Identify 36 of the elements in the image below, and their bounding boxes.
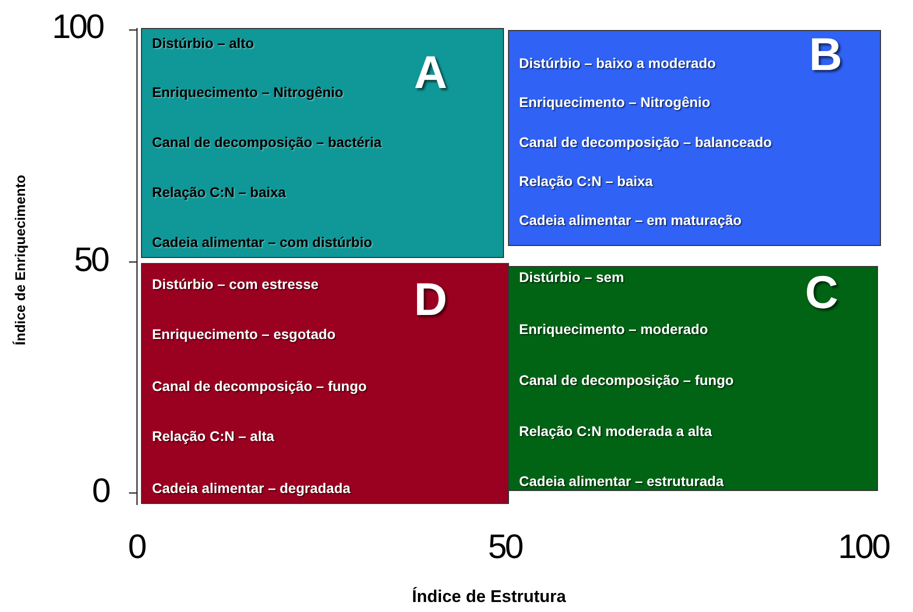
quadrant-letter: C bbox=[805, 269, 838, 315]
tick-label: 50 bbox=[488, 530, 522, 564]
quadrant-attribute: Distúrbio – sem bbox=[519, 269, 624, 285]
quadrant-attribute: Relação C:N – alta bbox=[152, 428, 274, 444]
quadrant-box bbox=[508, 266, 878, 491]
quadrant-attribute: Distúrbio – alto bbox=[152, 35, 254, 51]
quadrant-box bbox=[508, 30, 881, 246]
quadrant-attribute: Canal de decomposição – fungo bbox=[152, 378, 367, 394]
quadrant-attribute: Canal de decomposição – balanceado bbox=[519, 134, 772, 150]
tick-label: 0 bbox=[92, 474, 109, 508]
quadrant-box bbox=[141, 263, 509, 504]
tick-label: 50 bbox=[74, 243, 108, 277]
quadrant-attribute: Distúrbio – com estresse bbox=[152, 276, 319, 292]
axis-title: Índice de Estrutura bbox=[412, 588, 566, 605]
tick-label: 100 bbox=[52, 10, 103, 44]
quadrant-attribute: Relação C:N – baixa bbox=[519, 173, 653, 189]
quadrant-letter: B bbox=[809, 31, 842, 77]
tick-label: 0 bbox=[128, 530, 145, 564]
quadrant-letter: A bbox=[414, 49, 448, 95]
quadrant-attribute: Distúrbio – baixo a moderado bbox=[519, 55, 716, 71]
axis-title: Índice de Enriquecimento bbox=[13, 174, 27, 348]
quadrant-attribute: Relação C:N moderada a alta bbox=[519, 423, 712, 439]
quadrant-attribute: Cadeia alimentar – degradada bbox=[152, 480, 350, 496]
quadrant-attribute: Enriquecimento – moderado bbox=[519, 321, 708, 337]
tick-label: 100 bbox=[838, 530, 889, 564]
quadrant-attribute: Relação C:N – baixa bbox=[152, 184, 286, 200]
quadrant-letter: D bbox=[414, 276, 448, 322]
quadrant-attribute: Canal de decomposição – bactéria bbox=[152, 134, 382, 150]
quadrant-attribute: Cadeia alimentar – em maturação bbox=[519, 212, 742, 228]
quadrant-box bbox=[141, 28, 504, 258]
quadrant-attribute: Canal de decomposição – fungo bbox=[519, 372, 734, 388]
quadrant-attribute: Cadeia alimentar – estruturada bbox=[519, 473, 724, 489]
quadrant-attribute: Enriquecimento – Nitrogênio bbox=[519, 94, 710, 110]
quadrant-attribute: Cadeia alimentar – com distúrbio bbox=[152, 234, 372, 250]
quadrant-attribute: Enriquecimento – esgotado bbox=[152, 326, 336, 342]
quadrant-attribute: Enriquecimento – Nitrogênio bbox=[152, 84, 344, 100]
